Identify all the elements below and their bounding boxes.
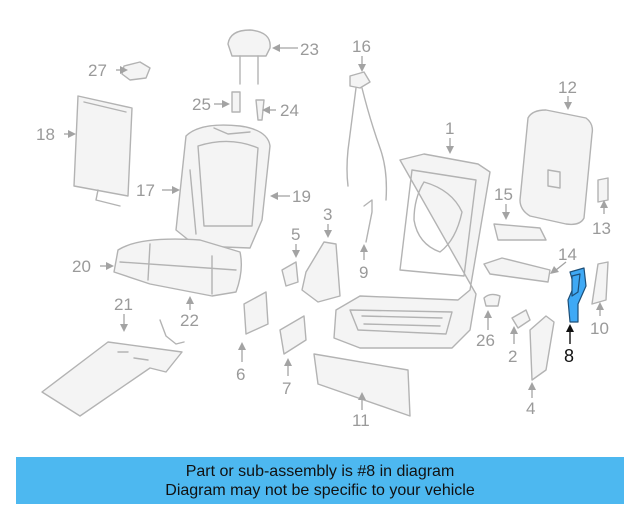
part-20-seat-cushion[interactable]	[113, 238, 243, 297]
callout-18: 18	[36, 125, 55, 144]
callout-6: 6	[236, 365, 245, 384]
callout-14: 14	[558, 245, 577, 264]
part-5-bracket[interactable]	[281, 261, 299, 287]
part-9-rod[interactable]	[363, 199, 373, 243]
callout-13: 13	[592, 219, 611, 238]
callout-26: 26	[476, 331, 495, 350]
callout-24: 24	[280, 101, 299, 120]
callout-12: 12	[558, 78, 577, 97]
banner-line-disclaimer: Diagram may not be specific to your vehi…	[165, 481, 475, 499]
part-27-clip[interactable]	[121, 61, 151, 81]
part-11-lower-cover[interactable]	[313, 353, 411, 417]
part-24-guide[interactable]	[255, 99, 265, 121]
callout-22: 22	[180, 311, 199, 330]
callout-3: 3	[323, 205, 332, 224]
banner-line-part-number: Part or sub-assembly is #8 in diagram	[185, 462, 455, 480]
callout-16: 16	[352, 37, 371, 56]
callout-leaders	[64, 44, 608, 410]
callout-27: 27	[88, 61, 107, 80]
callout-7: 7	[282, 379, 291, 398]
callout-5: 5	[291, 225, 300, 244]
callout-21: 21	[114, 295, 133, 314]
part-8-highlighted-bracket[interactable]	[567, 267, 587, 323]
callout-15: 15	[494, 185, 513, 204]
seat-parts-diagram: 23 16 27 25 24 18 12 1 17 19 15 13 3 5 9…	[36, 29, 611, 430]
part-14-rail[interactable]	[483, 257, 551, 283]
part-4-side-cover[interactable]	[529, 315, 555, 381]
part-1-seat-frame[interactable]	[333, 153, 491, 349]
callout-17: 17	[136, 181, 155, 200]
part-10-trim-strip[interactable]	[591, 261, 609, 305]
callout-11: 11	[352, 411, 370, 430]
info-banner: Part or sub-assembly is #8 in diagram Di…	[16, 457, 624, 504]
callout-23: 23	[300, 40, 319, 59]
part-16-cable[interactable]	[346, 71, 388, 201]
callout-4: 4	[526, 399, 535, 418]
part-13-trim[interactable]	[597, 177, 609, 203]
callout-20: 20	[72, 257, 91, 276]
callout-1: 1	[445, 119, 454, 138]
part-2-small-bracket[interactable]	[511, 309, 531, 329]
part-12-back-panel[interactable]	[519, 109, 594, 226]
part-7-bracket-plate[interactable]	[279, 315, 307, 355]
part-17-19-seat-back-cushion[interactable]	[175, 124, 271, 249]
part-23-headrest[interactable]	[227, 29, 271, 85]
callout-9: 9	[359, 263, 368, 282]
callout-2: 2	[508, 347, 517, 366]
callout-numbers: 23 16 27 25 24 18 12 1 17 19 15 13 3 5 9…	[36, 37, 611, 430]
callout-19: 19	[292, 187, 311, 206]
part-26-knob[interactable]	[483, 293, 501, 307]
part-21-floor-panel[interactable]	[41, 319, 185, 417]
part-25-guide[interactable]	[231, 91, 241, 113]
callout-8-highlighted: 8	[564, 346, 574, 366]
part-3-side-shield[interactable]	[301, 241, 341, 303]
part-15-hinge[interactable]	[493, 223, 547, 241]
callout-25: 25	[192, 95, 211, 114]
callout-10: 10	[590, 319, 609, 338]
part-6-side-panel[interactable]	[243, 291, 269, 335]
part-18-back-panel[interactable]	[73, 95, 133, 207]
